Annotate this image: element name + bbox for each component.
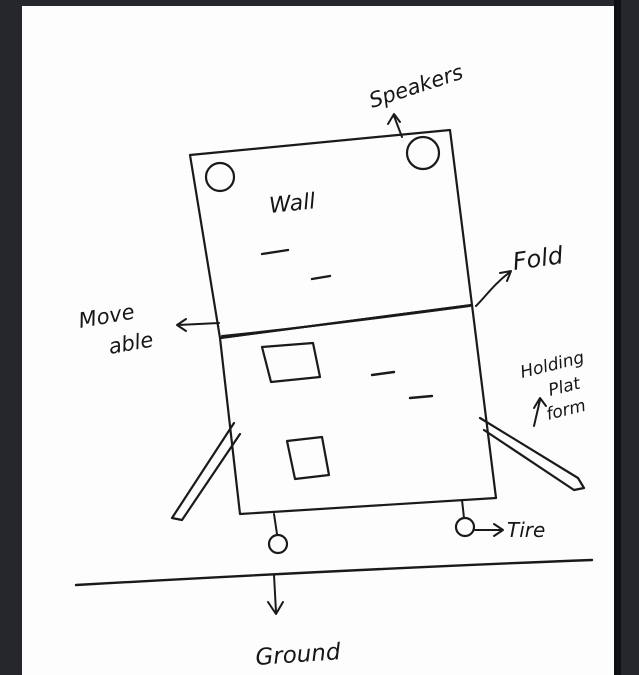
lower-square-1 — [260, 341, 322, 384]
tire-arrow — [474, 523, 504, 537]
label-moveable-1: Move — [77, 300, 137, 333]
ground-line — [74, 558, 594, 587]
holding-arrow — [533, 397, 547, 427]
label-moveable-2: able — [107, 327, 155, 358]
lower-dash-1 — [370, 370, 396, 377]
lower-moveable-panel — [218, 303, 498, 516]
fold-line — [221, 305, 471, 337]
moveable-arrow — [176, 318, 220, 332]
left-support-strut — [170, 421, 242, 522]
holding-platform — [478, 416, 586, 492]
label-tire: Tire — [507, 518, 545, 542]
speakers-arrow — [387, 113, 403, 138]
lower-square-2 — [285, 435, 331, 481]
upper-dash-2 — [310, 274, 332, 281]
fold-arrow — [475, 270, 512, 307]
speaker-left — [204, 161, 236, 193]
tire-right — [454, 516, 476, 538]
label-speakers: Speakers — [366, 60, 466, 113]
tire-right-stem — [461, 499, 465, 519]
label-fold: Fold — [511, 241, 566, 276]
upper-dash-1 — [260, 248, 290, 256]
upper-wall-panel — [188, 128, 474, 340]
tire-left — [267, 533, 289, 555]
speaker-right — [405, 135, 441, 171]
lower-dash-2 — [408, 394, 434, 400]
tire-left-stem — [273, 513, 278, 535]
label-wall: Wall — [268, 189, 317, 219]
ground-arrow — [267, 574, 284, 615]
label-ground: Ground — [255, 639, 342, 671]
frame-edge — [614, 0, 621, 675]
